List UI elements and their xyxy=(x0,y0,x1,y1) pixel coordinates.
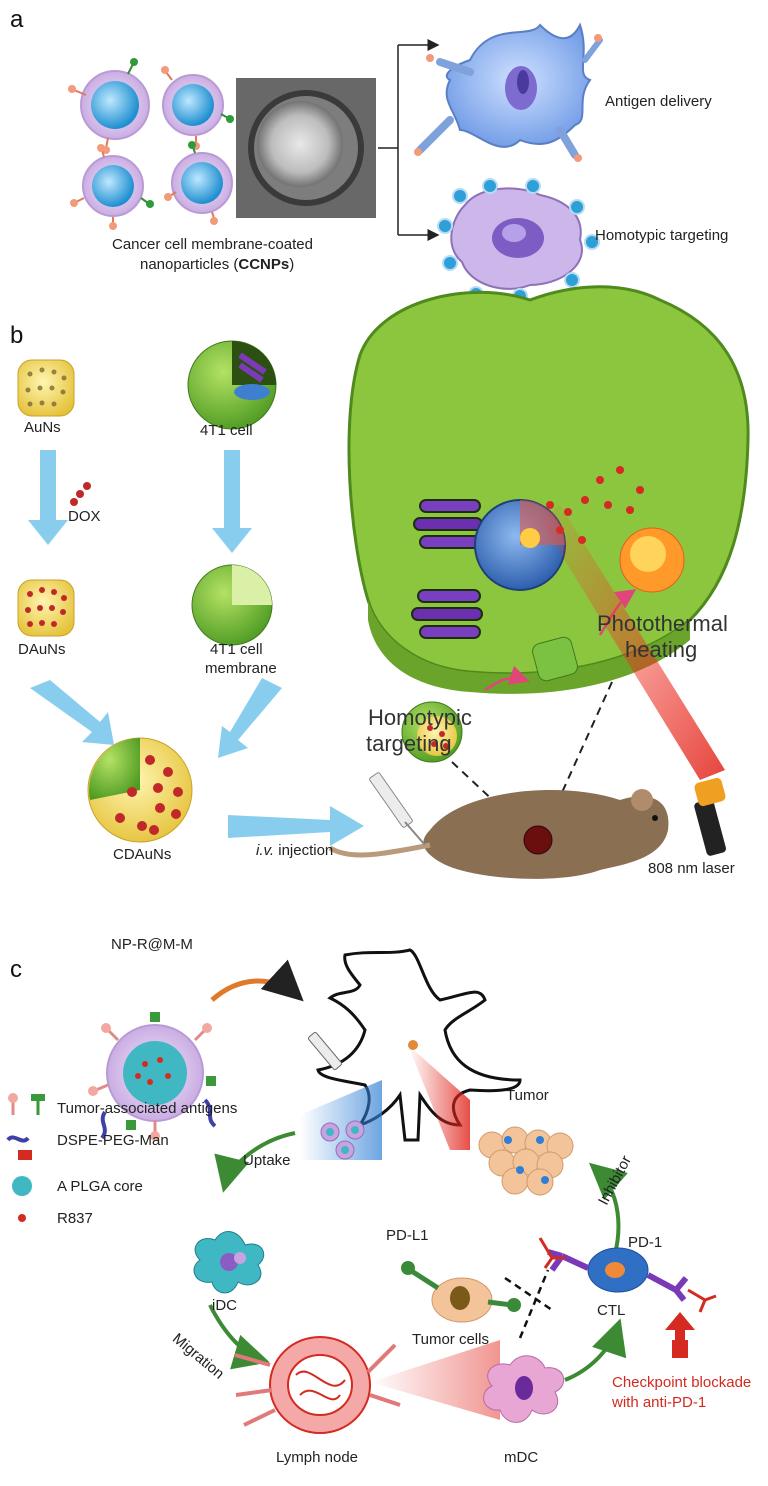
uptake-label: Uptake xyxy=(243,1152,291,1169)
laser-device xyxy=(693,777,727,857)
dox-label: DOX xyxy=(68,508,101,525)
checkpoint-blockade-label-1: Checkpoint blockade xyxy=(612,1374,751,1391)
pd-l1-tumor-cell xyxy=(401,1261,521,1322)
4t1-cell-sphere xyxy=(188,341,276,429)
antigen-icon xyxy=(8,1093,45,1115)
tem-image xyxy=(236,78,376,218)
ccnp-particle-2 xyxy=(161,66,234,150)
dspe-peg-man-icon xyxy=(8,1137,32,1160)
hot-particle xyxy=(620,528,684,592)
lymph-node xyxy=(235,1337,400,1433)
dauns-cube xyxy=(18,580,74,636)
ccnp-particle-3 xyxy=(70,144,154,230)
pd-l1-label: PD-L1 xyxy=(386,1227,429,1244)
syringe-c xyxy=(308,1032,343,1071)
checkpoint-arrow xyxy=(665,1312,695,1358)
idc-cell xyxy=(194,1232,264,1293)
np-r-m-m-label: NP-R@M-M xyxy=(111,936,193,953)
plga-core-icon xyxy=(12,1176,32,1196)
homotypic-targeting-label-a: Homotypic targeting xyxy=(595,227,728,244)
auns-cube xyxy=(18,360,74,416)
panel-b-graphics xyxy=(18,287,748,879)
cdauns-label: CDAuNs xyxy=(113,846,171,863)
np-r-m-m-particle xyxy=(88,1012,216,1141)
panel-b-letter: b xyxy=(10,322,23,350)
4t1-membrane-label-line1: 4T1 cell xyxy=(210,641,263,658)
dox-molecules xyxy=(70,482,91,506)
4t1-membrane-label-line2: membrane xyxy=(205,660,277,677)
4t1-membrane-sphere xyxy=(192,565,272,645)
antigen-delivery-label: Antigen delivery xyxy=(605,93,712,110)
legend-antigens-label: Tumor-associated antigens xyxy=(57,1100,237,1117)
mdc-label: mDC xyxy=(504,1449,538,1466)
tumor-label: Tumor xyxy=(506,1087,549,1104)
tumor-cells-cluster xyxy=(479,1127,573,1195)
dauns-label: DAuNs xyxy=(18,641,66,658)
panel-a-letter: a xyxy=(10,6,23,34)
legend-dspe-label: DSPE-PEG-Man xyxy=(57,1132,169,1149)
syringe xyxy=(369,772,425,845)
legend-r837-label: R837 xyxy=(57,1210,93,1227)
auns-label: AuNs xyxy=(24,419,61,436)
activation-arrow xyxy=(565,1326,618,1380)
lymph-node-label: Lymph node xyxy=(276,1449,358,1466)
injection-arrow xyxy=(212,981,300,1000)
legend-icons xyxy=(8,1093,45,1222)
pd-1-label: PD-1 xyxy=(628,1234,662,1251)
homotypic-targeting-label-b1: Homotypic xyxy=(368,705,472,730)
iv-injection-label: i.v. injection xyxy=(256,842,333,859)
ccnp-label-line1: Cancer cell membrane-coated xyxy=(112,236,313,253)
dendritic-cell-antigen-delivery xyxy=(414,25,602,162)
photothermal-label-1: Photothermal xyxy=(597,611,728,636)
ccnp-label-line2: nanoparticles (CCNPs) xyxy=(140,256,294,273)
laser-label: 808 nm laser xyxy=(648,860,735,877)
ccnp-particle-1 xyxy=(68,58,149,154)
ccnp-particle-4 xyxy=(164,141,232,225)
mouse xyxy=(330,789,668,879)
cdauns-particle xyxy=(88,738,192,842)
legend-plga-label: A PLGA core xyxy=(57,1178,143,1195)
tumor-cell-homotypic-targeting xyxy=(438,179,599,303)
4t1-cell-label: 4T1 cell xyxy=(200,422,253,439)
photothermal-label-2: heating xyxy=(625,637,697,662)
checkpoint-blockade-label-2: with anti-PD-1 xyxy=(612,1394,706,1411)
tumor-cells-label: Tumor cells xyxy=(412,1331,489,1348)
idc-label: iDC xyxy=(212,1297,237,1314)
ctl-label: CTL xyxy=(597,1302,625,1319)
homotypic-targeting-label-b2: targeting xyxy=(366,731,452,756)
panel-c-letter: c xyxy=(10,956,22,984)
ctl-cell xyxy=(548,1248,686,1300)
r837-icon xyxy=(18,1214,26,1222)
